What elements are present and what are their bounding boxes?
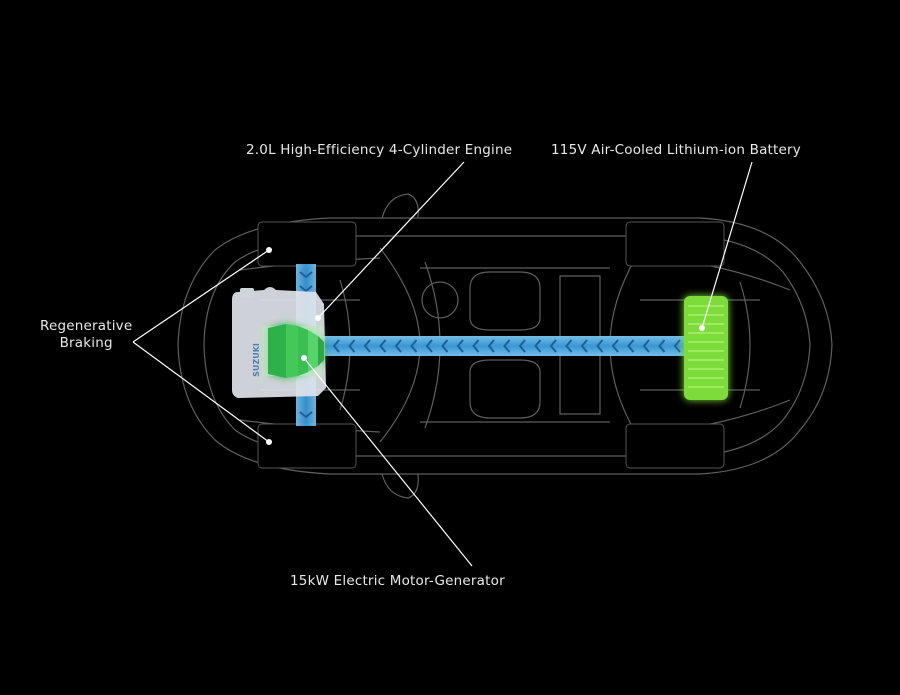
flow-chevron <box>565 339 573 353</box>
frame-detail-4 <box>739 281 751 409</box>
wheels <box>257 221 725 469</box>
leader-battery <box>701 161 753 329</box>
flow-chevron <box>410 339 418 353</box>
flow-chevron <box>642 339 650 353</box>
flow-chevron <box>441 339 449 353</box>
flow-chevron <box>299 411 313 419</box>
wheel-rear-left <box>625 221 725 267</box>
seat-front-left <box>469 271 541 331</box>
flow-chevron <box>487 339 495 353</box>
flow-chevron <box>425 339 433 353</box>
energy-flow-driveshaft <box>318 336 686 356</box>
flow-chevron <box>673 339 681 353</box>
label-regen-line1: Regenerative <box>40 318 133 334</box>
motor-generator <box>262 324 324 378</box>
flow-chevron <box>627 339 635 353</box>
flow-chevron <box>534 339 542 353</box>
flow-chevron <box>348 339 356 353</box>
label-engine: 2.0L High-Efficiency 4-Cylinder Engine <box>246 142 513 158</box>
label-motor-generator: 15kW Electric Motor-Generator <box>290 573 505 589</box>
flow-chevron <box>580 339 588 353</box>
brand-logo: SUZUKI <box>252 343 261 377</box>
flow-chevron <box>658 339 666 353</box>
leader-engine <box>317 161 465 319</box>
side-mirror-bottom <box>381 473 419 499</box>
leader-regen-bottom <box>132 341 270 443</box>
wheel-front-left <box>257 221 357 267</box>
steering-wheel <box>421 281 459 319</box>
leader-regen-top <box>132 249 270 343</box>
flow-chevron <box>299 285 313 293</box>
flow-chevron <box>611 339 619 353</box>
label-battery: 115V Air-Cooled Lithium-ion Battery <box>551 142 801 158</box>
flow-chevron <box>518 339 526 353</box>
leader-motor <box>303 357 473 567</box>
flow-chevron <box>503 339 511 353</box>
car-outline <box>177 217 833 475</box>
flow-chevrons <box>332 339 681 353</box>
leader-dots <box>266 247 705 445</box>
flow-chevron <box>456 339 464 353</box>
battery-pack <box>684 296 728 400</box>
seat-front-right <box>469 359 541 419</box>
leader-lines <box>132 161 753 567</box>
flow-chevron <box>332 339 340 353</box>
flow-chevron <box>379 339 387 353</box>
flow-chevron <box>549 339 557 353</box>
flow-chevron <box>299 271 313 279</box>
label-regen-line2: Braking <box>59 335 113 351</box>
flow-chevron <box>394 339 402 353</box>
rear-bench <box>559 275 601 415</box>
wheel-rear-right <box>625 423 725 469</box>
wheel-front-right <box>257 423 357 469</box>
flow-chevron <box>596 339 604 353</box>
flow-chevron <box>363 339 371 353</box>
side-mirror-top <box>381 193 419 219</box>
label-regenerative-braking: Regenerative Braking <box>40 318 132 352</box>
flow-chevron <box>472 339 480 353</box>
